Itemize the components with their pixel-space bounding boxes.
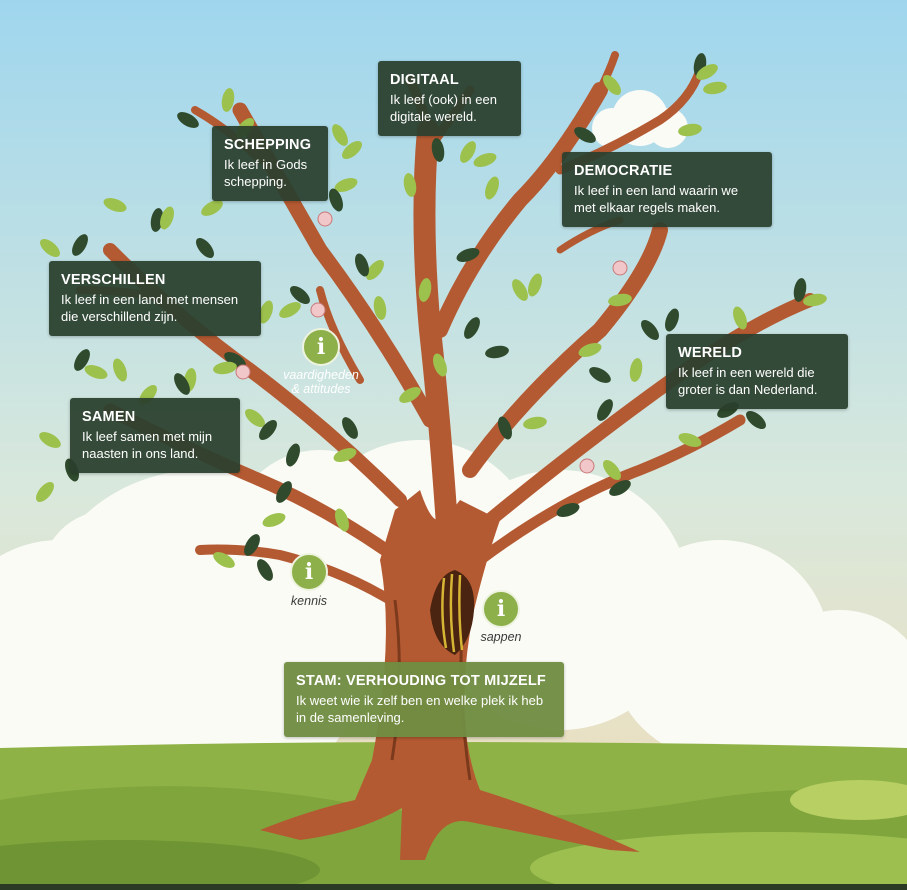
card-verschillen-text: Ik leef in een land met mensen die versc…: [61, 292, 239, 324]
info-button-kennis[interactable]: i: [290, 553, 328, 591]
card-digitaal: DIGITAAL Ik leef (ook) in een digitale w…: [378, 61, 521, 136]
info-button-sappen[interactable]: i: [482, 590, 520, 628]
info-icon: i: [304, 559, 314, 585]
card-stam: STAM: VERHOUDING TOT MIJZELF Ik weet wie…: [284, 662, 564, 737]
card-schepping-title: SCHEPPING: [224, 137, 312, 153]
card-stam-text: Ik weet wie ik zelf ben en welke plek ik…: [296, 693, 544, 725]
card-democratie: DEMOCRATIE Ik leef in een land waarin we…: [562, 152, 772, 227]
info-label-kennis: kennis: [290, 594, 328, 608]
info-icon: i: [496, 596, 506, 622]
card-democratie-text: Ik leef in een land waarin we met elkaar…: [574, 183, 739, 215]
card-digitaal-title: DIGITAAL: [390, 72, 459, 88]
card-samen: SAMEN Ik leef samen met mijn naasten in …: [70, 398, 240, 473]
blossoms: [235, 211, 628, 474]
card-schepping: SCHEPPING Ik leef in Gods schepping.: [212, 126, 328, 201]
card-schepping-text: Ik leef in Gods schepping.: [224, 157, 308, 189]
info-label-vaardigheden: vaardigheden & attitudes: [283, 368, 359, 396]
info-icon: i: [316, 334, 326, 360]
card-verschillen-title: VERSCHILLEN: [61, 272, 166, 288]
card-samen-text: Ik leef samen met mijn naasten in ons la…: [82, 429, 213, 461]
card-digitaal-text: Ik leef (ook) in een digitale wereld.: [390, 92, 497, 124]
card-verschillen: VERSCHILLEN Ik leef in een land met mens…: [49, 261, 261, 336]
card-stam-title: STAM: VERHOUDING TOT MIJZELF: [296, 673, 546, 689]
card-samen-title: SAMEN: [82, 409, 136, 425]
info-button-vaardigheden[interactable]: i: [302, 328, 340, 366]
card-wereld-text: Ik leef in een wereld die groter is dan …: [678, 365, 818, 397]
branches: [76, 51, 817, 605]
info-label-sappen: sappen: [480, 630, 522, 644]
card-wereld: WERELD Ik leef in een wereld die groter …: [666, 334, 848, 409]
leaves: [36, 53, 827, 581]
card-democratie-title: DEMOCRATIE: [574, 163, 673, 179]
card-wereld-title: WERELD: [678, 345, 743, 361]
